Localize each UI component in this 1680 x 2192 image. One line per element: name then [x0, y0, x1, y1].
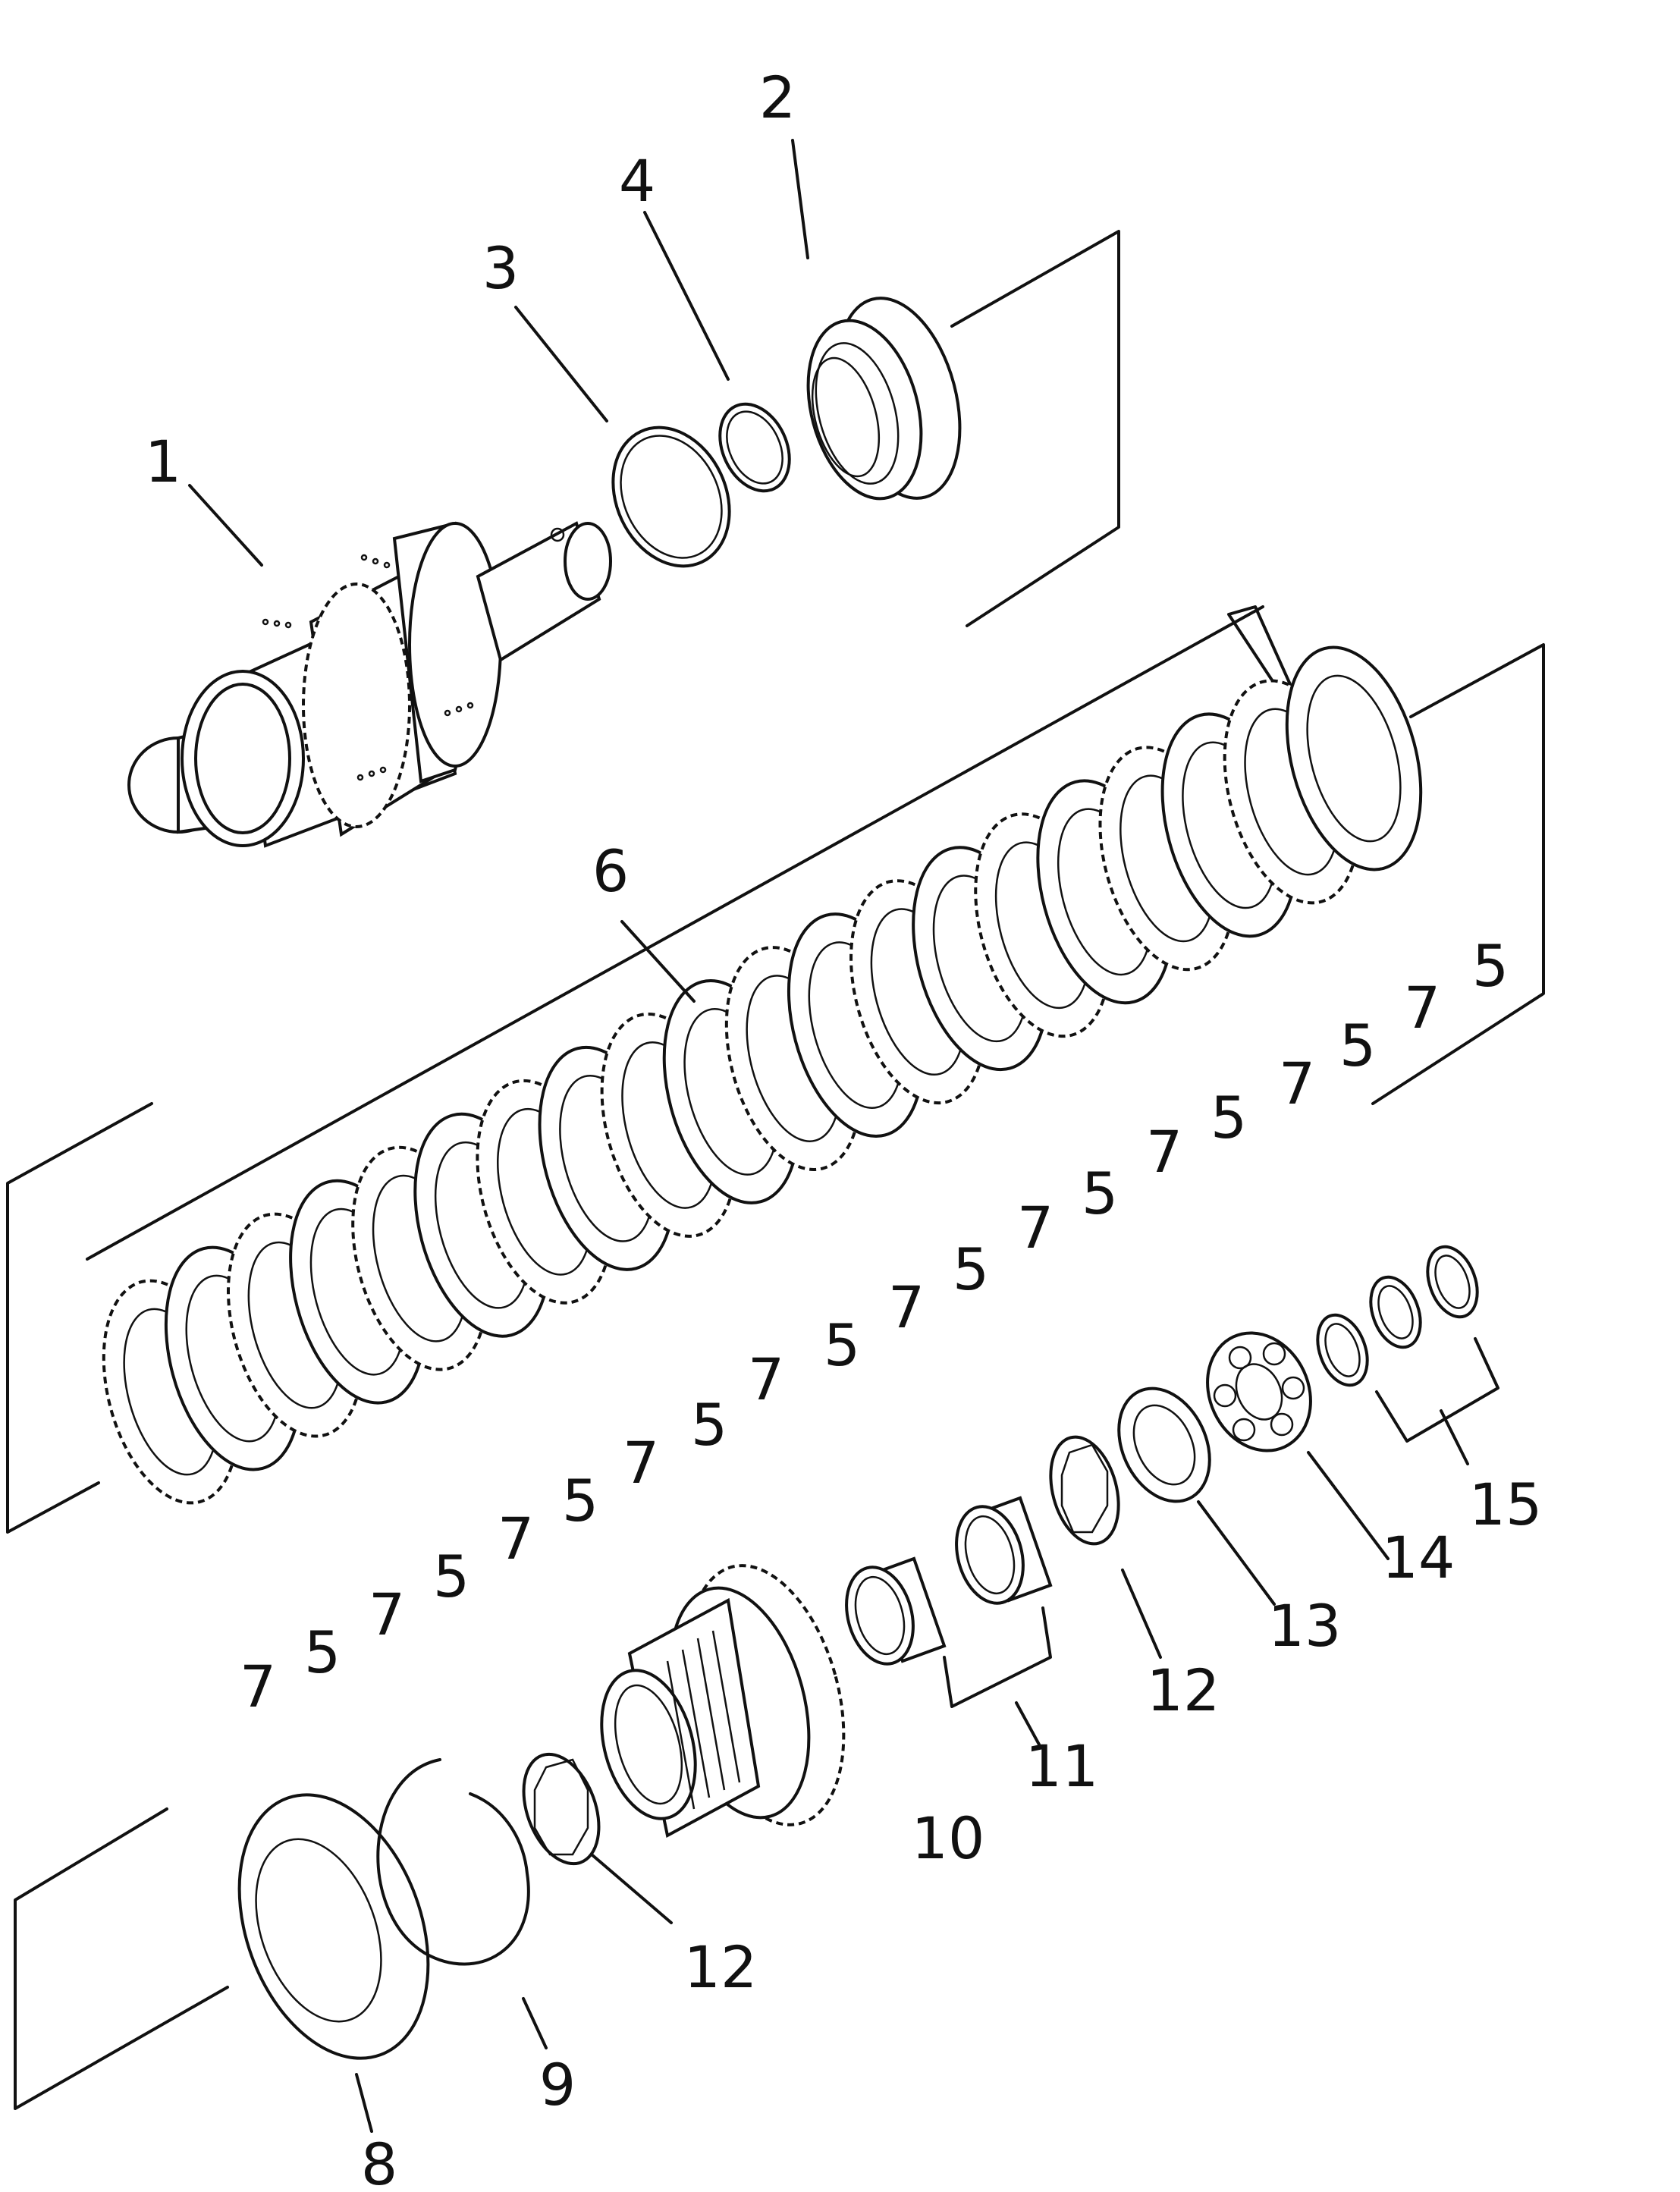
label-14: 14: [1382, 1524, 1455, 1591]
label-7h: 7: [498, 1505, 534, 1572]
label-7a: 7: [1404, 974, 1440, 1041]
steel-plate: [1285, 645, 1423, 871]
bracket-lower: [14, 1807, 229, 2110]
label-5d: 5: [1082, 1160, 1118, 1227]
part-2-piston: [806, 297, 962, 501]
part-1-clutch-drum: [127, 521, 612, 848]
label-5j: 5: [304, 1619, 341, 1686]
part-10-clutch-hub: [600, 1564, 846, 1839]
bracket-clutch-pack: [6, 605, 1545, 1534]
part-3-snap-ring: [611, 426, 731, 568]
label-4: 4: [619, 147, 655, 215]
label-1: 1: [145, 428, 181, 495]
label-12b: 12: [684, 1933, 758, 2001]
label-7g: 7: [623, 1429, 659, 1496]
callout-labels: 1 2 3 4 6 5 7 5 7 5 7 5 7 5 7 5 7 5 7 5 …: [145, 64, 1543, 2192]
label-12a: 12: [1147, 1657, 1220, 1724]
label-2: 2: [759, 64, 796, 131]
label-5a: 5: [1472, 932, 1509, 1000]
label-5g: 5: [691, 1391, 727, 1459]
label-7f: 7: [748, 1346, 784, 1413]
label-5b: 5: [1339, 1012, 1376, 1079]
label-7b: 7: [1279, 1050, 1315, 1117]
label-7i: 7: [369, 1581, 405, 1648]
part-13-washer: [1117, 1386, 1211, 1503]
leader-lines: [188, 139, 1499, 2133]
label-5f: 5: [824, 1311, 860, 1379]
label-15: 15: [1469, 1471, 1543, 1538]
plate-bore: [1306, 674, 1402, 843]
label-7d: 7: [1017, 1194, 1054, 1261]
label-5h: 5: [562, 1467, 598, 1534]
part-15-shims: [1316, 1245, 1479, 1387]
bracket-upper: [950, 230, 1120, 627]
label-5e: 5: [953, 1236, 989, 1303]
part-4-seal-ring: [718, 402, 791, 493]
part-12-thrust-washer-upper: [1049, 1435, 1120, 1546]
label-7e: 7: [888, 1273, 925, 1341]
label-5i: 5: [433, 1543, 469, 1610]
label-9: 9: [539, 2051, 576, 2118]
label-13: 13: [1268, 1592, 1342, 1660]
part-8-end-plate: [237, 1793, 430, 2060]
label-8: 8: [361, 2131, 397, 2192]
clutch-plate-stack: [102, 645, 1423, 1505]
label-11: 11: [1025, 1732, 1099, 1800]
label-7c: 7: [1146, 1118, 1182, 1186]
label-5c: 5: [1211, 1084, 1247, 1151]
part-9-snap-ring: [376, 1758, 530, 1966]
part-11-needle-bearings: [845, 1496, 1053, 1666]
part-12-thrust-washer-lower: [522, 1752, 601, 1866]
label-6: 6: [592, 837, 629, 905]
label-3: 3: [482, 234, 519, 302]
label-10: 10: [912, 1804, 985, 1872]
label-7j: 7: [240, 1653, 276, 1720]
part-14-ball-bearing: [1206, 1331, 1312, 1452]
